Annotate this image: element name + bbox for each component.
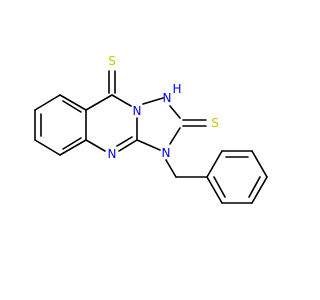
bond [169, 105, 181, 119]
double-bond [62, 137, 82, 150]
double-bond [213, 176, 226, 198]
benzyl-group [165, 150, 268, 204]
benzo-ring [34, 94, 87, 156]
bond [251, 150, 268, 178]
bond [206, 176, 223, 204]
molecule-diagram: S S N N H N N [34, 54, 268, 204]
bond [34, 94, 61, 111]
bond [34, 139, 61, 156]
nitrogen-atom-benzyl: N [162, 146, 171, 160]
double-bond [62, 100, 82, 113]
bond [206, 150, 223, 178]
bond [136, 139, 161, 151]
bond [118, 139, 138, 152]
bond [59, 94, 87, 111]
bond [142, 97, 164, 105]
bond [85, 139, 106, 152]
hydrogen-atom: H [172, 82, 181, 96]
nitrogen-atom-bridge: N [133, 104, 142, 118]
bond [169, 127, 181, 145]
double-bond [116, 136, 133, 147]
sulfur-atom-right: S [211, 116, 219, 130]
bond [111, 94, 132, 107]
nitrogen-atom-ring: N [108, 147, 117, 161]
bond [85, 94, 113, 111]
bond [165, 159, 177, 178]
bond [251, 176, 268, 204]
sulfur-atom-top: S [108, 54, 116, 68]
bond [59, 139, 87, 156]
triazole-ring [136, 97, 207, 151]
double-bond [248, 176, 261, 198]
pyrimidine-ring [85, 70, 138, 152]
nitrogen-atom-nh: N [163, 91, 172, 105]
